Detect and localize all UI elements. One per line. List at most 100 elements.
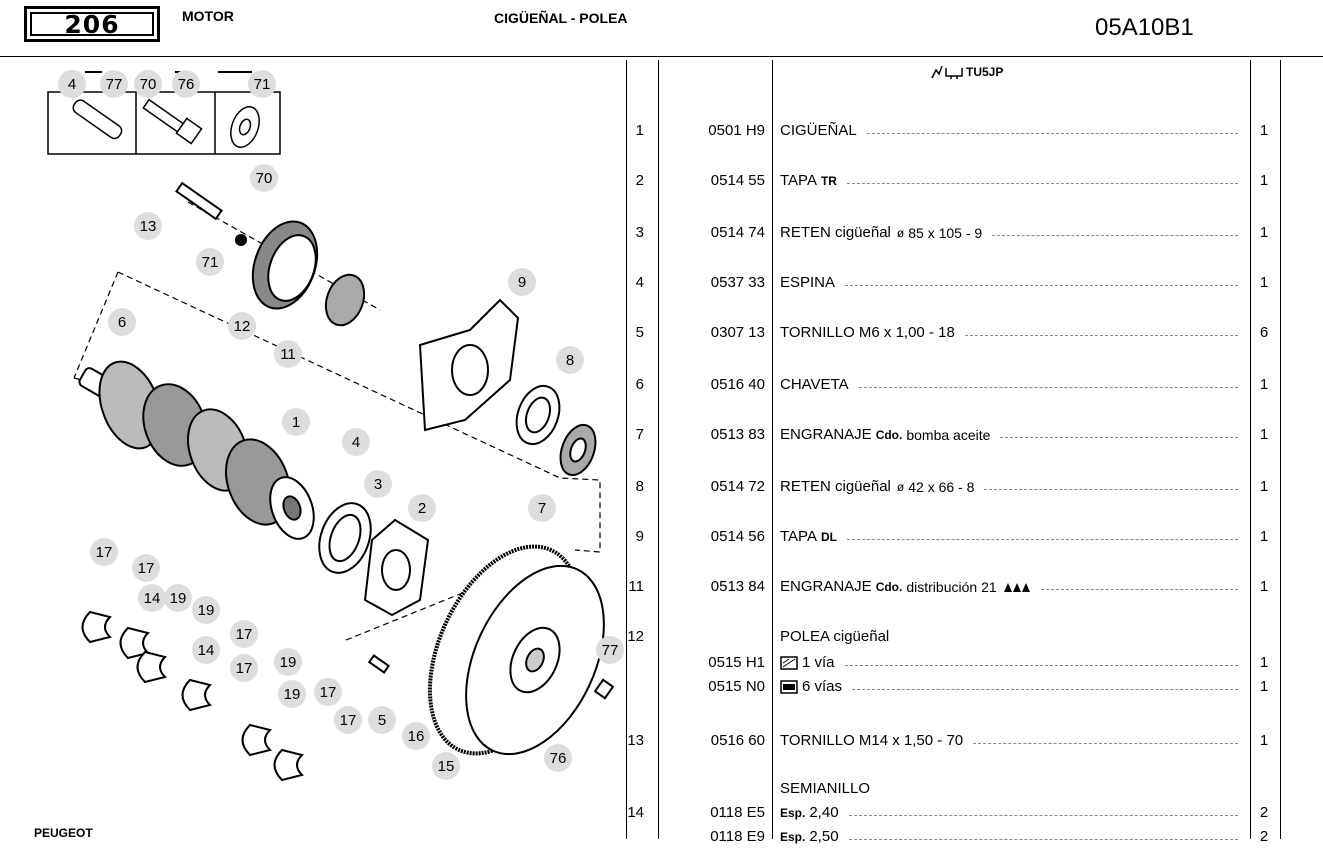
part-name: CHAVETA (780, 376, 849, 393)
page-title: CIGÜEÑAL - POLEA (494, 10, 628, 26)
part-quantity: 1 (1259, 678, 1269, 695)
part-description: ESPINA (780, 274, 1244, 291)
callout-number: 8 (556, 346, 584, 374)
callout-number: 19 (278, 680, 306, 708)
header-rule (0, 56, 1323, 57)
part-name: TAPA (780, 528, 817, 545)
row-number: 4 (635, 274, 644, 291)
callout-number: 9 (508, 268, 536, 296)
callout-number: 17 (90, 538, 118, 566)
engine-header: TU5JP (930, 64, 1003, 80)
part-name: 1 vía (802, 654, 835, 671)
part-tag: TR (820, 173, 837, 188)
part-description: CIGÜEÑAL (780, 122, 1244, 139)
part-name: TAPA (780, 172, 817, 189)
callout-number: 11 (274, 340, 302, 368)
callout-number: 5 (368, 706, 396, 734)
part-description: TORNILLO M14 x 1,50 - 70 (780, 732, 1244, 749)
leader-dashes (973, 743, 1238, 744)
part-tag: DL (820, 529, 837, 544)
part-reference: 0514 74 (710, 224, 765, 241)
col-divider-3 (772, 60, 773, 839)
part-reference: 0516 60 (710, 732, 765, 749)
diameter-symbol: ø (896, 479, 905, 494)
callout-number: 12 (228, 312, 256, 340)
part-reference: 0501 H9 (708, 122, 765, 139)
part-quantity: 1 (1259, 478, 1269, 495)
part-description: SEMIANILLO (780, 780, 1244, 797)
part-detail: 85 x 105 - 9 (908, 224, 983, 241)
col-divider-4 (1250, 60, 1251, 839)
part-tag: Esp. (780, 805, 806, 820)
section-title: MOTOR (182, 8, 234, 24)
row-number: 14 (627, 804, 644, 821)
part-quantity: 1 (1259, 274, 1269, 291)
callout-number: 70 (250, 164, 278, 192)
part-description: CHAVETA (780, 376, 1244, 393)
part-name: TORNILLO M14 x 1,50 - 70 (780, 732, 964, 749)
callout-number: 6 (108, 308, 136, 336)
part-reference: 0514 55 (710, 172, 765, 189)
leader-dashes (846, 539, 1238, 540)
part-reference: 0514 72 (710, 478, 765, 495)
part-quantity: 1 (1259, 528, 1269, 545)
part-reference: 0118 E9 (710, 828, 765, 845)
part-reference: 0514 56 (710, 528, 765, 545)
part-name: 2,50 (809, 828, 839, 845)
row-number: 13 (627, 732, 644, 749)
callout-number: 13 (134, 212, 162, 240)
row-number: 11 (628, 578, 644, 595)
callout-number: 7 (528, 494, 556, 522)
callout-number: 4 (58, 70, 86, 98)
callout-number: 19 (164, 584, 192, 612)
part-quantity: 2 (1259, 828, 1269, 845)
part-quantity: 2 (1259, 804, 1269, 821)
model-logo: 206 (24, 6, 160, 42)
part-name: ENGRANAJE (780, 578, 872, 595)
part-quantity: 1 (1259, 426, 1269, 443)
row-number: 7 (635, 426, 644, 443)
part-tag: Cdo. (875, 427, 903, 442)
part-name: ENGRANAJE (780, 426, 872, 443)
callout-number: 19 (274, 648, 302, 676)
callout-number: 77 (100, 70, 128, 98)
part-reference: 0513 84 (710, 578, 765, 595)
callout-number: 15 (432, 752, 460, 780)
part-detail: bomba aceite (906, 426, 991, 443)
row-number: 9 (635, 528, 644, 545)
part-reference: 0118 E5 (710, 804, 765, 821)
part-name: TORNILLO M6 x 1,00 - 18 (780, 324, 955, 341)
leader-dashes (858, 387, 1238, 388)
callout-number: 71 (248, 70, 276, 98)
leader-dashes (1000, 437, 1238, 438)
callout-number: 17 (230, 620, 258, 648)
callout-number: 76 (172, 70, 200, 98)
brand-footer: PEUGEOT (34, 826, 93, 840)
model-logo-text: 206 (30, 10, 154, 39)
part-description: Esp.2,50 (780, 828, 1244, 845)
leader-dashes (984, 489, 1238, 490)
callout-number: 77 (596, 636, 624, 664)
part-description: TORNILLO M6 x 1,00 - 18 (780, 324, 1244, 341)
part-description: 6 vías (780, 678, 1244, 695)
callout-number: 2 (408, 494, 436, 522)
callout-number: 71 (196, 248, 224, 276)
callout-number: 17 (132, 554, 160, 582)
part-name: 6 vías (802, 678, 843, 695)
pulley-6-way-icon (780, 679, 798, 694)
table-row: 0118 E9 Esp.2,50 2 (626, 828, 1323, 848)
leader-dashes (844, 665, 1238, 666)
